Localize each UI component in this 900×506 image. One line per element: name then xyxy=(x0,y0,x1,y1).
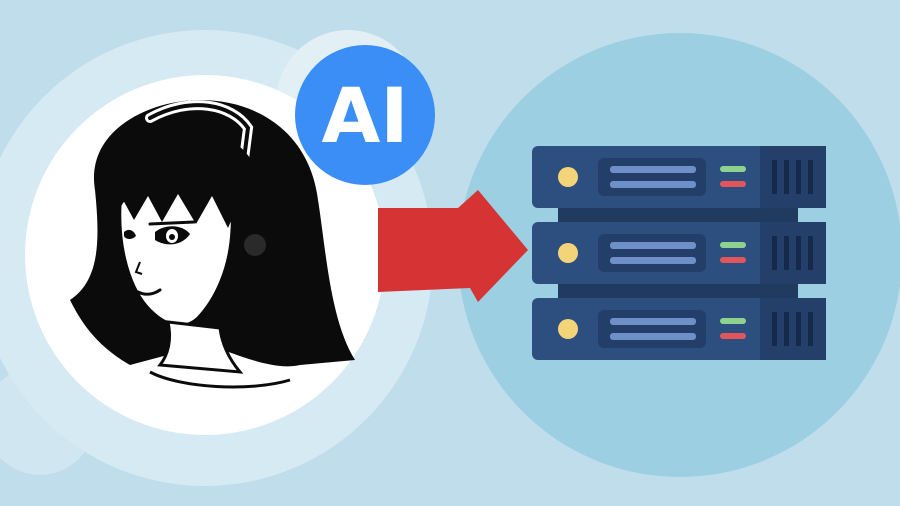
status-led-yellow xyxy=(558,167,578,187)
ai-badge-text: AI xyxy=(321,71,408,160)
status-led-green xyxy=(720,242,746,248)
status-led-red xyxy=(720,257,746,263)
right-arrow-icon xyxy=(378,190,528,302)
ai-badge: AI xyxy=(295,45,435,185)
status-led-red xyxy=(720,333,746,339)
status-led-green xyxy=(720,166,746,172)
server-unit xyxy=(532,298,826,360)
status-led-yellow xyxy=(558,319,578,339)
server-unit xyxy=(532,146,826,208)
status-led-red xyxy=(720,181,746,187)
server-unit xyxy=(532,222,826,284)
ai-badge-circle xyxy=(295,45,435,185)
status-led-green xyxy=(720,318,746,324)
anime-girl-with-headphones-icon xyxy=(70,100,355,389)
server-rack-icon xyxy=(532,146,826,360)
status-led-yellow xyxy=(558,243,578,263)
